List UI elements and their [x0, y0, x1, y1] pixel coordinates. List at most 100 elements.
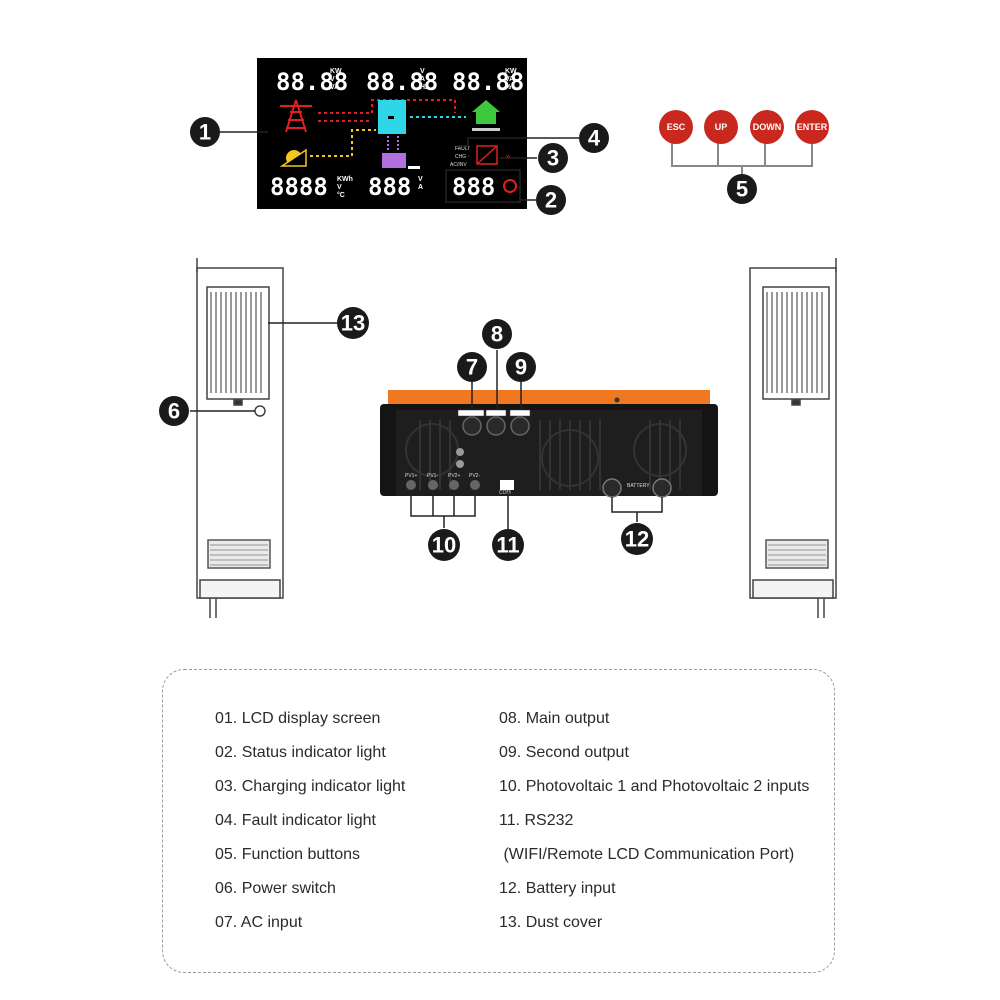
house-icon [472, 100, 500, 131]
callout-7: 7 [457, 352, 487, 382]
pv-input-ports[interactable] [406, 480, 480, 490]
svg-text:6: 6 [168, 399, 180, 424]
svg-text:11: 11 [496, 533, 519, 558]
fault-indicator-label: FAULT [455, 146, 470, 152]
enter-button[interactable] [795, 110, 829, 144]
lcd-unit: V [418, 176, 423, 183]
lcd-readout-bottom-left: 8888 [270, 173, 328, 201]
pv2-minus-label: PV2- [469, 473, 480, 479]
status-indicator-label: AC/INV [450, 162, 467, 168]
up-button-label: UP [715, 122, 728, 132]
warning-icon [476, 145, 498, 165]
callout-2: 2 [536, 185, 566, 215]
lcd-unit: V [337, 184, 342, 191]
solar-panel-icon [279, 148, 307, 167]
lcd-unit: VA [505, 76, 514, 83]
legend-item: 12. Battery input [499, 880, 616, 897]
lcd-readout-top-left: 88.88 [276, 68, 348, 96]
legend-item: 09. Second output [499, 744, 629, 761]
callout-5: 5 [727, 174, 757, 204]
svg-text:9: 9 [515, 355, 527, 380]
callout-10: 10 [428, 529, 460, 561]
charging-indicator-label: CHG [455, 154, 466, 160]
svg-text:2: 2 [545, 188, 557, 213]
lcd-unit: KW [330, 68, 342, 75]
callout-4: 4 [579, 123, 609, 153]
legend-item: 01. LCD display screen [215, 710, 381, 727]
pv1-plus-label: PV1+ [405, 473, 417, 479]
legend-item: 13. Dust cover [499, 914, 603, 931]
lcd-readout-top-right: 88.88 [452, 68, 524, 96]
lcd-unit: A [420, 76, 425, 83]
callout-9: 9 [506, 352, 536, 382]
esc-button-label: ESC [667, 122, 686, 132]
lcd-readout-top-mid: 88.88 [366, 68, 438, 96]
lcd-unit: °C [337, 191, 345, 199]
pv1-minus-label: PV1- [427, 473, 438, 479]
lcd-unit: V [420, 68, 425, 75]
esc-button[interactable] [659, 110, 693, 144]
svg-text:4: 4 [588, 126, 601, 151]
legend-item: 02. Status indicator light [215, 744, 386, 761]
rs232-label: COM [499, 490, 511, 496]
svg-text:10: 10 [432, 533, 456, 558]
enter-button-label: ENTER [797, 122, 828, 132]
svg-text:5: 5 [736, 177, 748, 202]
legend-item: 05. Function buttons [215, 846, 360, 863]
left-side-view [196, 258, 284, 618]
up-button[interactable] [704, 110, 738, 144]
battery-icon [382, 153, 406, 168]
rear-panel: PV1+ PV1- PV2+ PV2- COM BATTERY [380, 390, 718, 498]
battery-positive-terminal[interactable] [602, 478, 622, 498]
grid-tower-icon [280, 99, 312, 133]
lcd-unit: KWh [337, 176, 353, 183]
svg-text:13: 13 [341, 311, 365, 336]
callout-8: 8 [482, 319, 512, 349]
second-output-port[interactable] [510, 416, 530, 436]
down-button[interactable] [750, 110, 784, 144]
svg-text:1: 1 [199, 120, 211, 145]
lcd-unit: KW [505, 68, 517, 75]
lcd-unit: A [418, 184, 423, 191]
lcd-unit: % [505, 84, 512, 91]
pv2-plus-label: PV2+ [448, 473, 460, 479]
legend-item: 10. Photovoltaic 1 and Photovoltaic 2 in… [499, 778, 810, 795]
callout-6: 6 [159, 396, 189, 426]
legend-item: (WIFI/Remote LCD Communication Port) [499, 846, 795, 863]
down-button-label: DOWN [753, 122, 782, 132]
legend-item: 08. Main output [499, 710, 610, 727]
dust-cover-left [206, 286, 270, 400]
svg-text:8: 8 [491, 322, 503, 347]
buzzer-icon [503, 179, 517, 193]
battery-negative-terminal[interactable] [652, 478, 672, 498]
legend-item: 11. RS232 [499, 812, 574, 829]
power-switch[interactable] [254, 405, 266, 417]
legend-item: 07. AC input [215, 914, 303, 931]
legend-item: 06. Power switch [215, 880, 336, 897]
callout-3: 3 [538, 143, 568, 173]
ac-input-port[interactable] [462, 416, 482, 436]
legend-item: 03. Charging indicator light [215, 778, 406, 795]
rs232-port[interactable] [500, 480, 514, 490]
lcd-display-screen: 88.88 KW V VA 88.88 V A Hz 88.88 KW VA % [257, 58, 527, 209]
legend-box [162, 669, 835, 973]
lcd-unit: V [330, 76, 335, 83]
function-buttons: ESC UP DOWN ENTER [659, 110, 829, 176]
callout-1: 1 [190, 117, 220, 147]
lcd-readout-bottom-mid: 888 [368, 173, 411, 201]
lcd-readout-bottom-right: 888 [452, 173, 495, 201]
dust-cover-right [762, 286, 830, 400]
svg-text:3: 3 [547, 146, 559, 171]
svg-text:12: 12 [625, 527, 649, 552]
callout-12: 12 [621, 523, 653, 555]
callout-11: 11 [492, 529, 524, 561]
legend-item: 04. Fault indicator light [215, 812, 376, 829]
svg-text:7: 7 [466, 355, 478, 380]
right-side-view [749, 258, 837, 618]
callout-13: 13 [337, 307, 369, 339]
lcd-unit: VA [330, 84, 339, 91]
lcd-unit: Hz [420, 84, 429, 91]
battery-label: BATTERY [627, 483, 650, 489]
main-output-port[interactable] [486, 416, 506, 436]
